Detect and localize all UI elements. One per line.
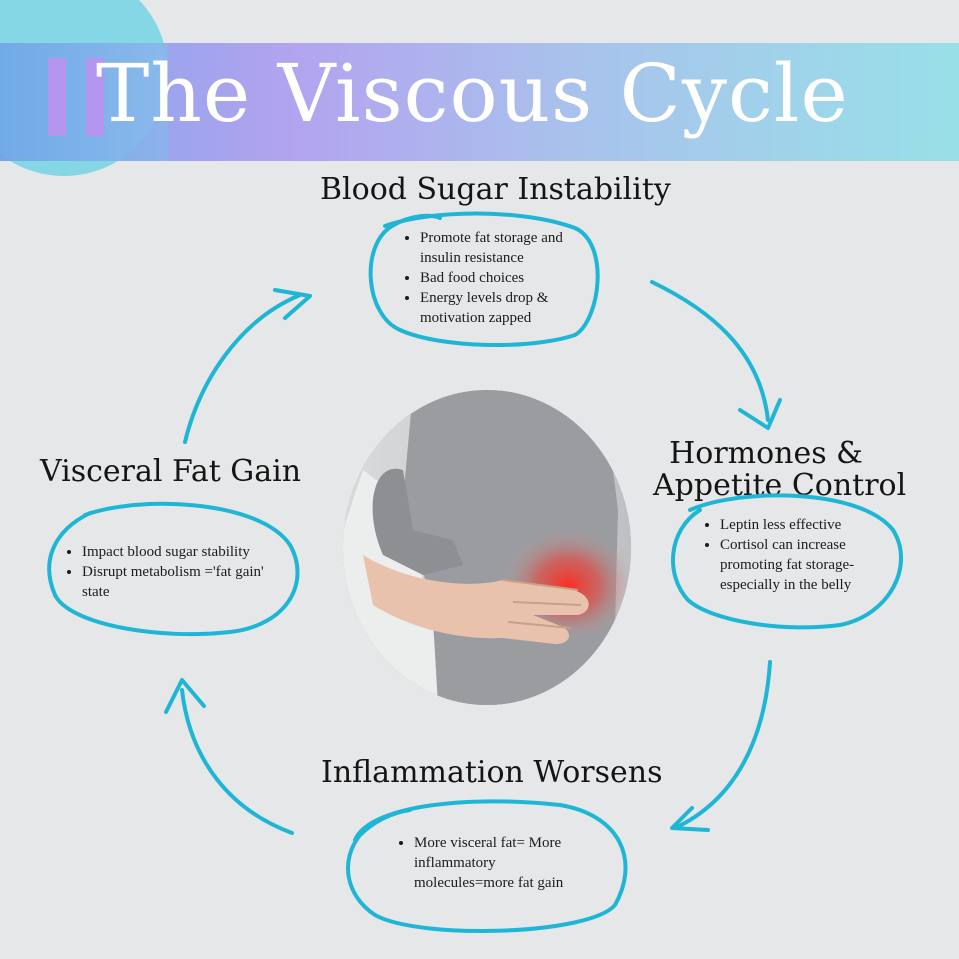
torso-photo	[343, 390, 631, 705]
bullet: Bad food choices	[420, 268, 580, 288]
oval-blood-sugar	[368, 211, 600, 347]
page-title: The Viscous Cycle	[96, 47, 849, 140]
oval-visceral-fat	[47, 501, 300, 637]
arrowhead-right-bottom	[670, 806, 710, 832]
arrowhead-top-right	[738, 398, 782, 430]
heading-hormones-line1: Hormones &	[669, 436, 863, 471]
bullet: Disrupt metabolism ='fat gain' state	[82, 562, 284, 602]
oval-inflammation	[346, 799, 628, 933]
bullet: More visceral fat= More inflammatory mol…	[414, 833, 592, 893]
bullet: Impact blood sugar stability	[82, 542, 284, 562]
bullets-hormones: Leptin less effective Cortisol can incre…	[702, 515, 892, 595]
bullets-visceral-fat: Impact blood sugar stability Disrupt met…	[64, 542, 284, 602]
pause-bars-icon	[48, 58, 108, 136]
bullets-inflammation: More visceral fat= More inflammatory mol…	[396, 833, 592, 893]
bullet: Cortisol can increase promoting fat stor…	[720, 535, 892, 595]
arrow-bottom-left	[180, 688, 294, 835]
arrow-top-right	[650, 280, 770, 422]
arrowhead-left-top	[273, 288, 312, 320]
arrowhead-bottom-left	[164, 678, 206, 714]
bullets-blood-sugar: Promote fat storage and insulin resistan…	[402, 228, 580, 328]
banner-overlay	[0, 43, 168, 161]
bullet: Leptin less effective	[720, 515, 892, 535]
bullet: Promote fat storage and insulin resistan…	[420, 228, 580, 268]
bullet: Energy levels drop & motivation zapped	[420, 288, 580, 328]
heading-blood-sugar: Blood Sugar Instability	[320, 172, 671, 207]
heading-visceral-fat: Visceral Fat Gain	[40, 454, 302, 489]
oval-hormones	[671, 493, 903, 630]
heading-inflammation: Inflammation Worsens	[321, 755, 663, 790]
arrow-left-top	[183, 293, 302, 444]
torso-hand-belly-pain-icon	[343, 390, 631, 705]
arrow-right-bottom	[673, 660, 772, 830]
